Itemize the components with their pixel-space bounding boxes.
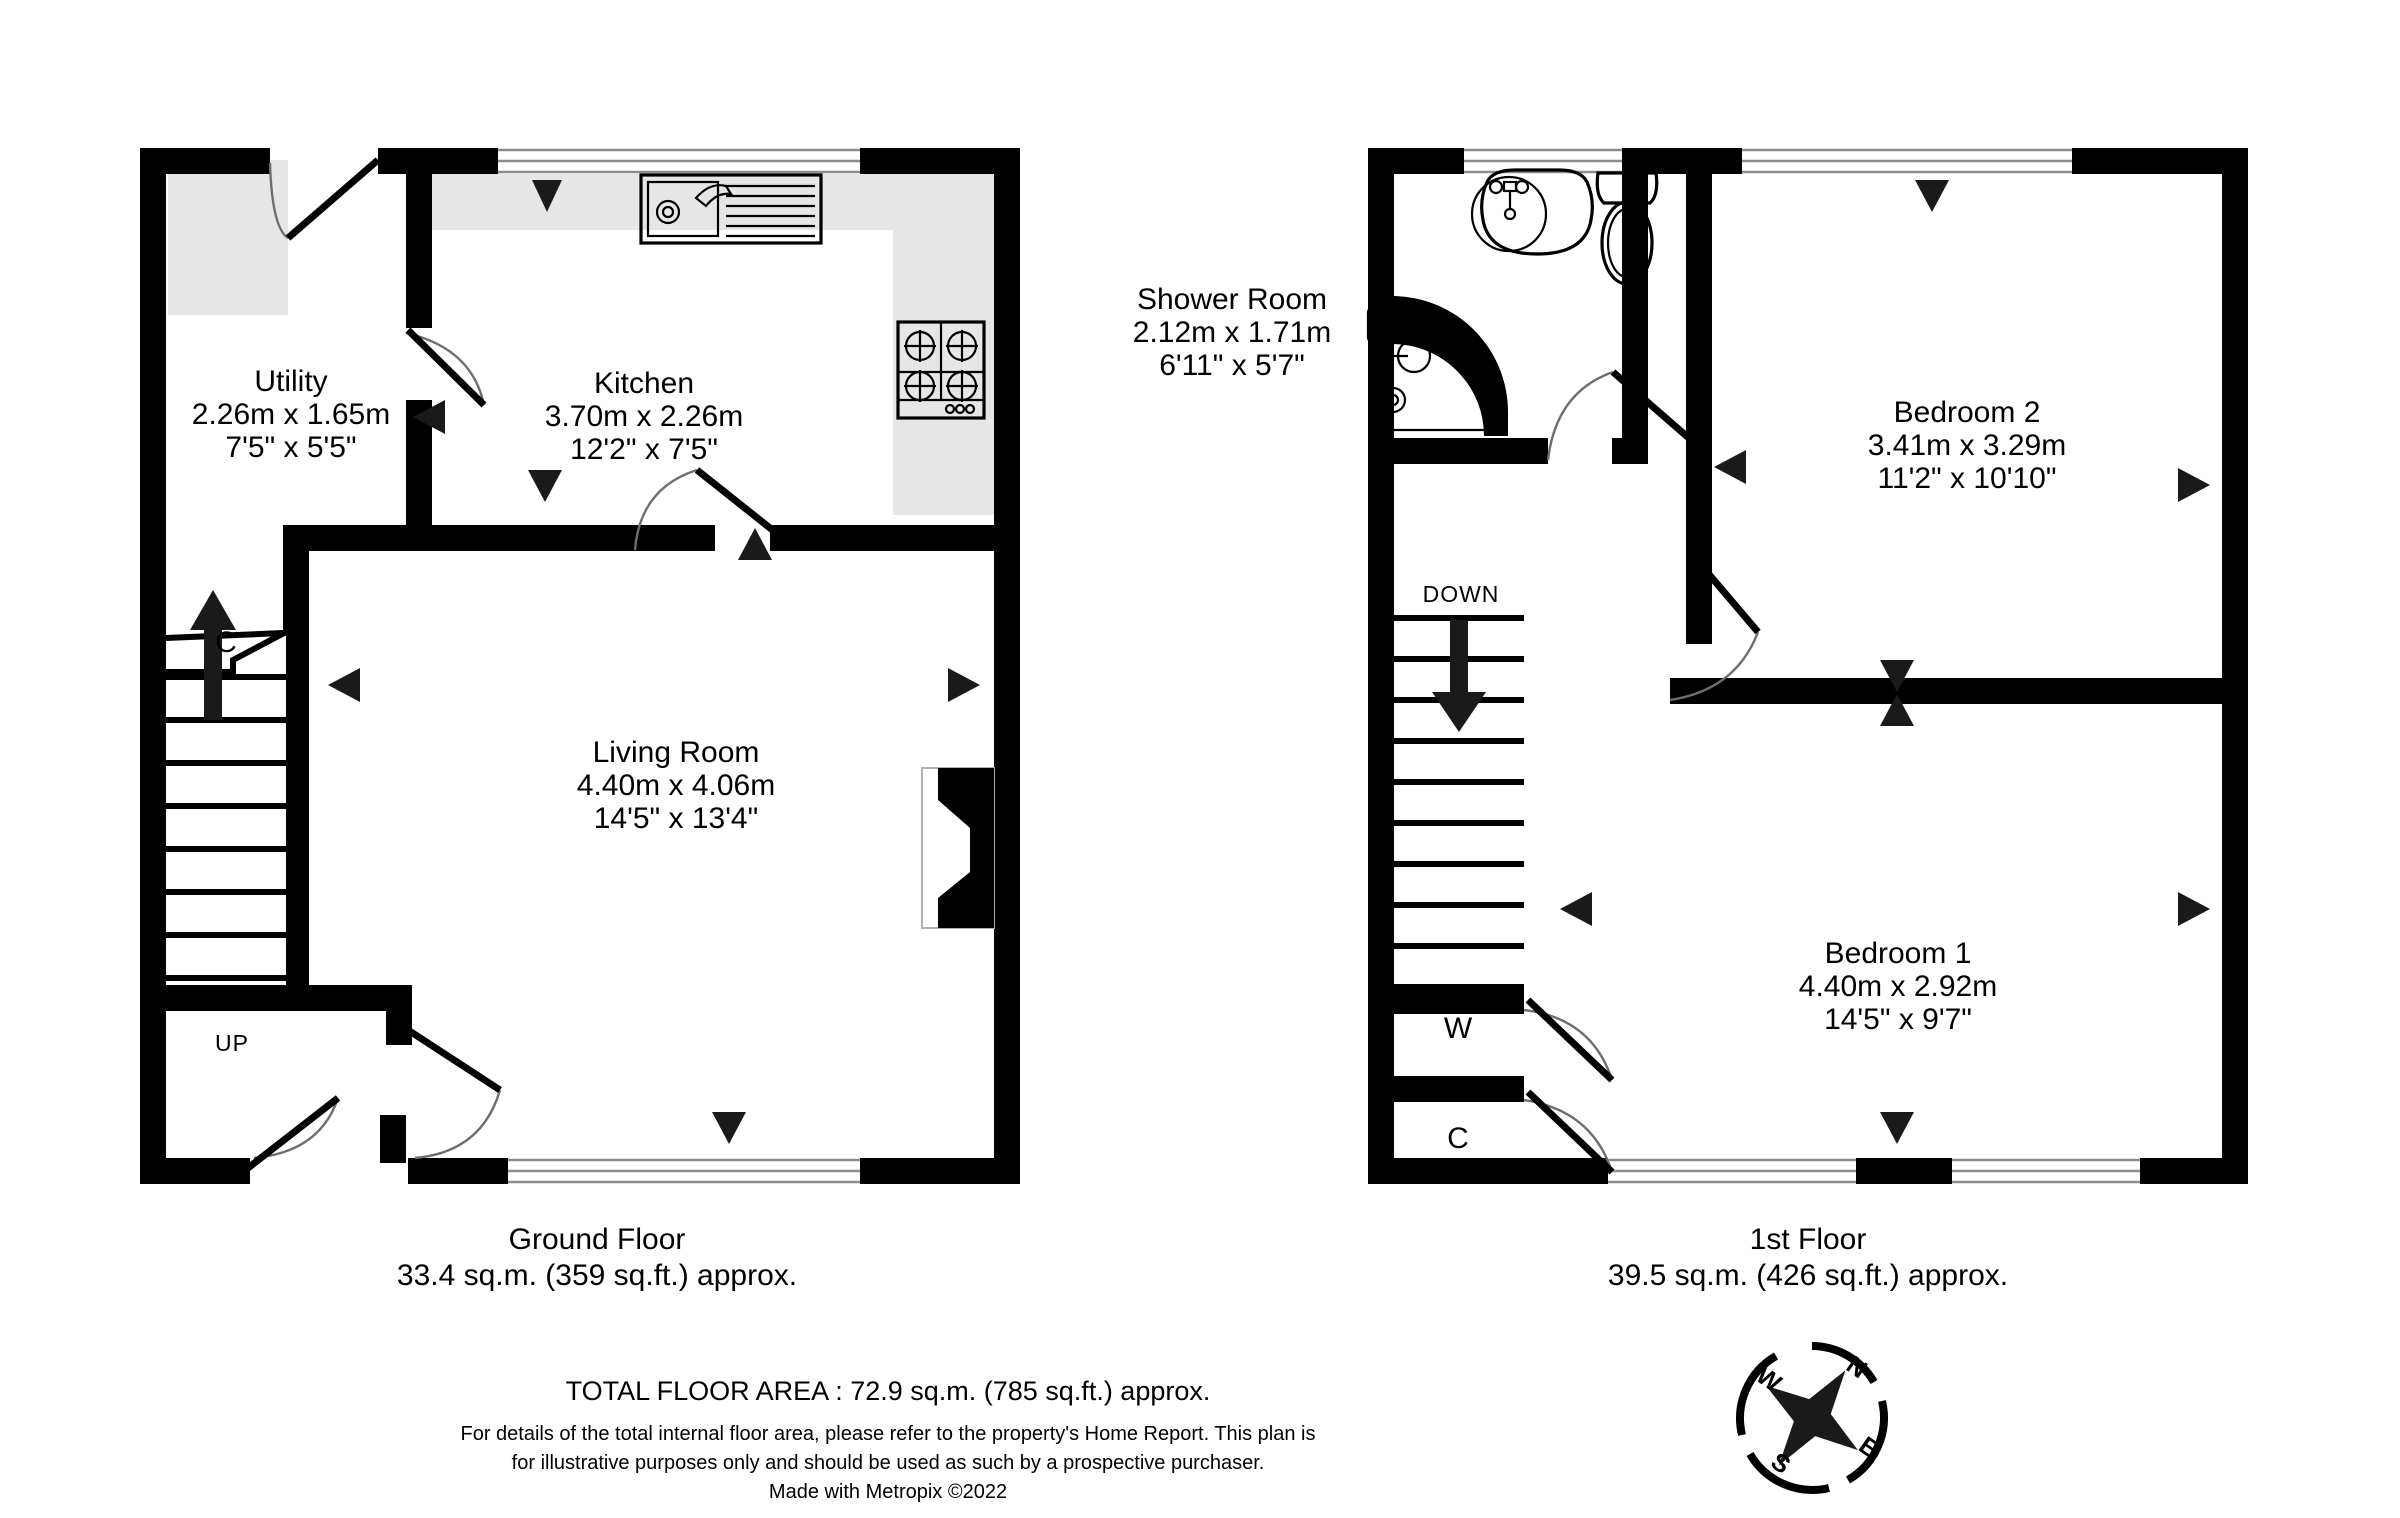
room-label-bedroom2: Bedroom 2 [1894, 396, 2041, 429]
footer-block: TOTAL FLOOR AREA : 72.9 sq.m. (785 sq.ft… [461, 1376, 1316, 1503]
arrow-bedroom1-left [1560, 892, 1592, 926]
door-kitchen-living [633, 467, 778, 551]
ground-floor-plan: Utility 2.26m x 1.65m 7'5" x 5'5" Kitche… [140, 148, 1020, 1292]
first-floor-plan: Shower Room 2.12m x 1.71m 6'11" x 5'7" B… [1133, 148, 2248, 1292]
arrow-living-up [738, 528, 772, 560]
marker-wardrobe: W [1444, 1012, 1473, 1045]
room-label-bedroom1: Bedroom 1 [1825, 937, 1972, 970]
arrow-bedroom1-right [2178, 892, 2210, 926]
room-dim-utility-metric: 2.26m x 1.65m [192, 398, 390, 431]
arrow-bedroom2-left [1714, 450, 1746, 484]
wc-fixture [1595, 171, 1659, 286]
disclaimer-line-1: For details of the total internal floor … [461, 1423, 1316, 1445]
room-dim-shower-imperial: 6'11" x 5'7" [1159, 349, 1305, 382]
first-floor-area: 39.5 sq.m. (426 sq.ft.) approx. [1608, 1259, 2008, 1292]
fireplace-recess [921, 767, 995, 929]
door-bedroom-1 [1523, 997, 1615, 1083]
arrow-bedroom2-bottom [1880, 660, 1914, 692]
marker-stairs-up: UP [215, 1030, 249, 1056]
door-bedroom-2 [1669, 549, 1761, 702]
marker-cupboard-first: C [1447, 1122, 1469, 1155]
arrow-bedroom1-bottom [1880, 1112, 1914, 1144]
room-dim-bedroom2-imperial: 11'2" x 10'10" [1878, 462, 2057, 495]
ground-floor-title: Ground Floor [509, 1223, 686, 1256]
arrow-kitchen-down [528, 470, 562, 502]
room-dim-kitchen-imperial: 12'2" x 7'5" [570, 433, 718, 466]
room-dim-shower-metric: 2.12m x 1.71m [1133, 316, 1331, 349]
ground-floor-windows [498, 148, 860, 1184]
window-bedroom2-top [1742, 148, 2072, 174]
room-label-living: Living Room [593, 736, 760, 769]
arrow-living-right [948, 668, 980, 702]
door-front-external [245, 1095, 341, 1171]
door-utility-kitchen [405, 327, 487, 408]
arrow-bedroom1-top [1880, 694, 1914, 726]
arrow-bedroom2-right [2178, 468, 2210, 502]
hob-fixture [896, 320, 986, 420]
room-dim-bedroom2-metric: 3.41m x 3.29m [1868, 429, 2066, 462]
marker-cupboard-ground: C [215, 626, 237, 659]
shower-enclosure-fixture [1366, 296, 1508, 436]
door-hall-living [406, 1027, 502, 1160]
door-utility-external [268, 157, 381, 241]
arrow-kitchen-top [532, 180, 562, 212]
ground-floor-doors [245, 157, 778, 1171]
compass-rose: N E S W [1736, 1342, 1888, 1494]
window-kitchen-top [498, 148, 860, 174]
room-label-shower: Shower Room [1137, 283, 1327, 316]
first-floor-title: 1st Floor [1750, 1223, 1867, 1256]
room-label-kitchen: Kitchen [594, 367, 694, 400]
window-bedroom1-bottom-right [1952, 1158, 2140, 1184]
arrow-utility-left [413, 400, 445, 434]
staircase-up [165, 590, 288, 985]
ground-floor-area: 33.4 sq.m. (359 sq.ft.) approx. [397, 1259, 797, 1292]
room-dim-bedroom1-metric: 4.40m x 2.92m [1799, 970, 1997, 1003]
first-floor-doors [1523, 369, 1761, 1175]
door-cupboard-first [1523, 1089, 1615, 1175]
door-shower-room [1546, 369, 1701, 461]
room-dim-kitchen-metric: 3.70m x 2.26m [545, 400, 743, 433]
room-dim-utility-imperial: 7'5" x 5'5" [225, 431, 356, 464]
utility-unit-block [168, 160, 288, 315]
wash-basin-fixture [1470, 168, 1594, 256]
disclaimer-line-2: for illustrative purposes only and shoul… [512, 1452, 1265, 1474]
room-dim-living-metric: 4.40m x 4.06m [577, 769, 775, 802]
first-floor-windows [1464, 148, 2140, 1184]
total-floor-area-line: TOTAL FLOOR AREA : 72.9 sq.m. (785 sq.ft… [566, 1376, 1211, 1406]
arrow-bedroom2-top [1915, 180, 1949, 212]
room-dim-living-imperial: 14'5" x 13'4" [594, 802, 759, 835]
sink-fixture [639, 173, 823, 245]
metropix-credit: Made with Metropix ©2022 [769, 1481, 1007, 1503]
marker-stairs-down: DOWN [1423, 581, 1500, 607]
window-living-bottom [508, 1158, 860, 1184]
arrow-living-left [328, 668, 360, 702]
ground-floor-walls [140, 148, 1020, 1184]
staircase-down [1394, 615, 1524, 990]
window-bedroom1-bottom [1608, 1158, 1856, 1184]
ground-floor-view-arrows [328, 180, 980, 1144]
room-dim-bedroom1-imperial: 14'5" x 9'7" [1824, 1003, 1972, 1036]
arrow-living-bottom [712, 1112, 746, 1144]
room-label-utility: Utility [254, 365, 327, 398]
first-floor-view-arrows [1560, 180, 2210, 1144]
